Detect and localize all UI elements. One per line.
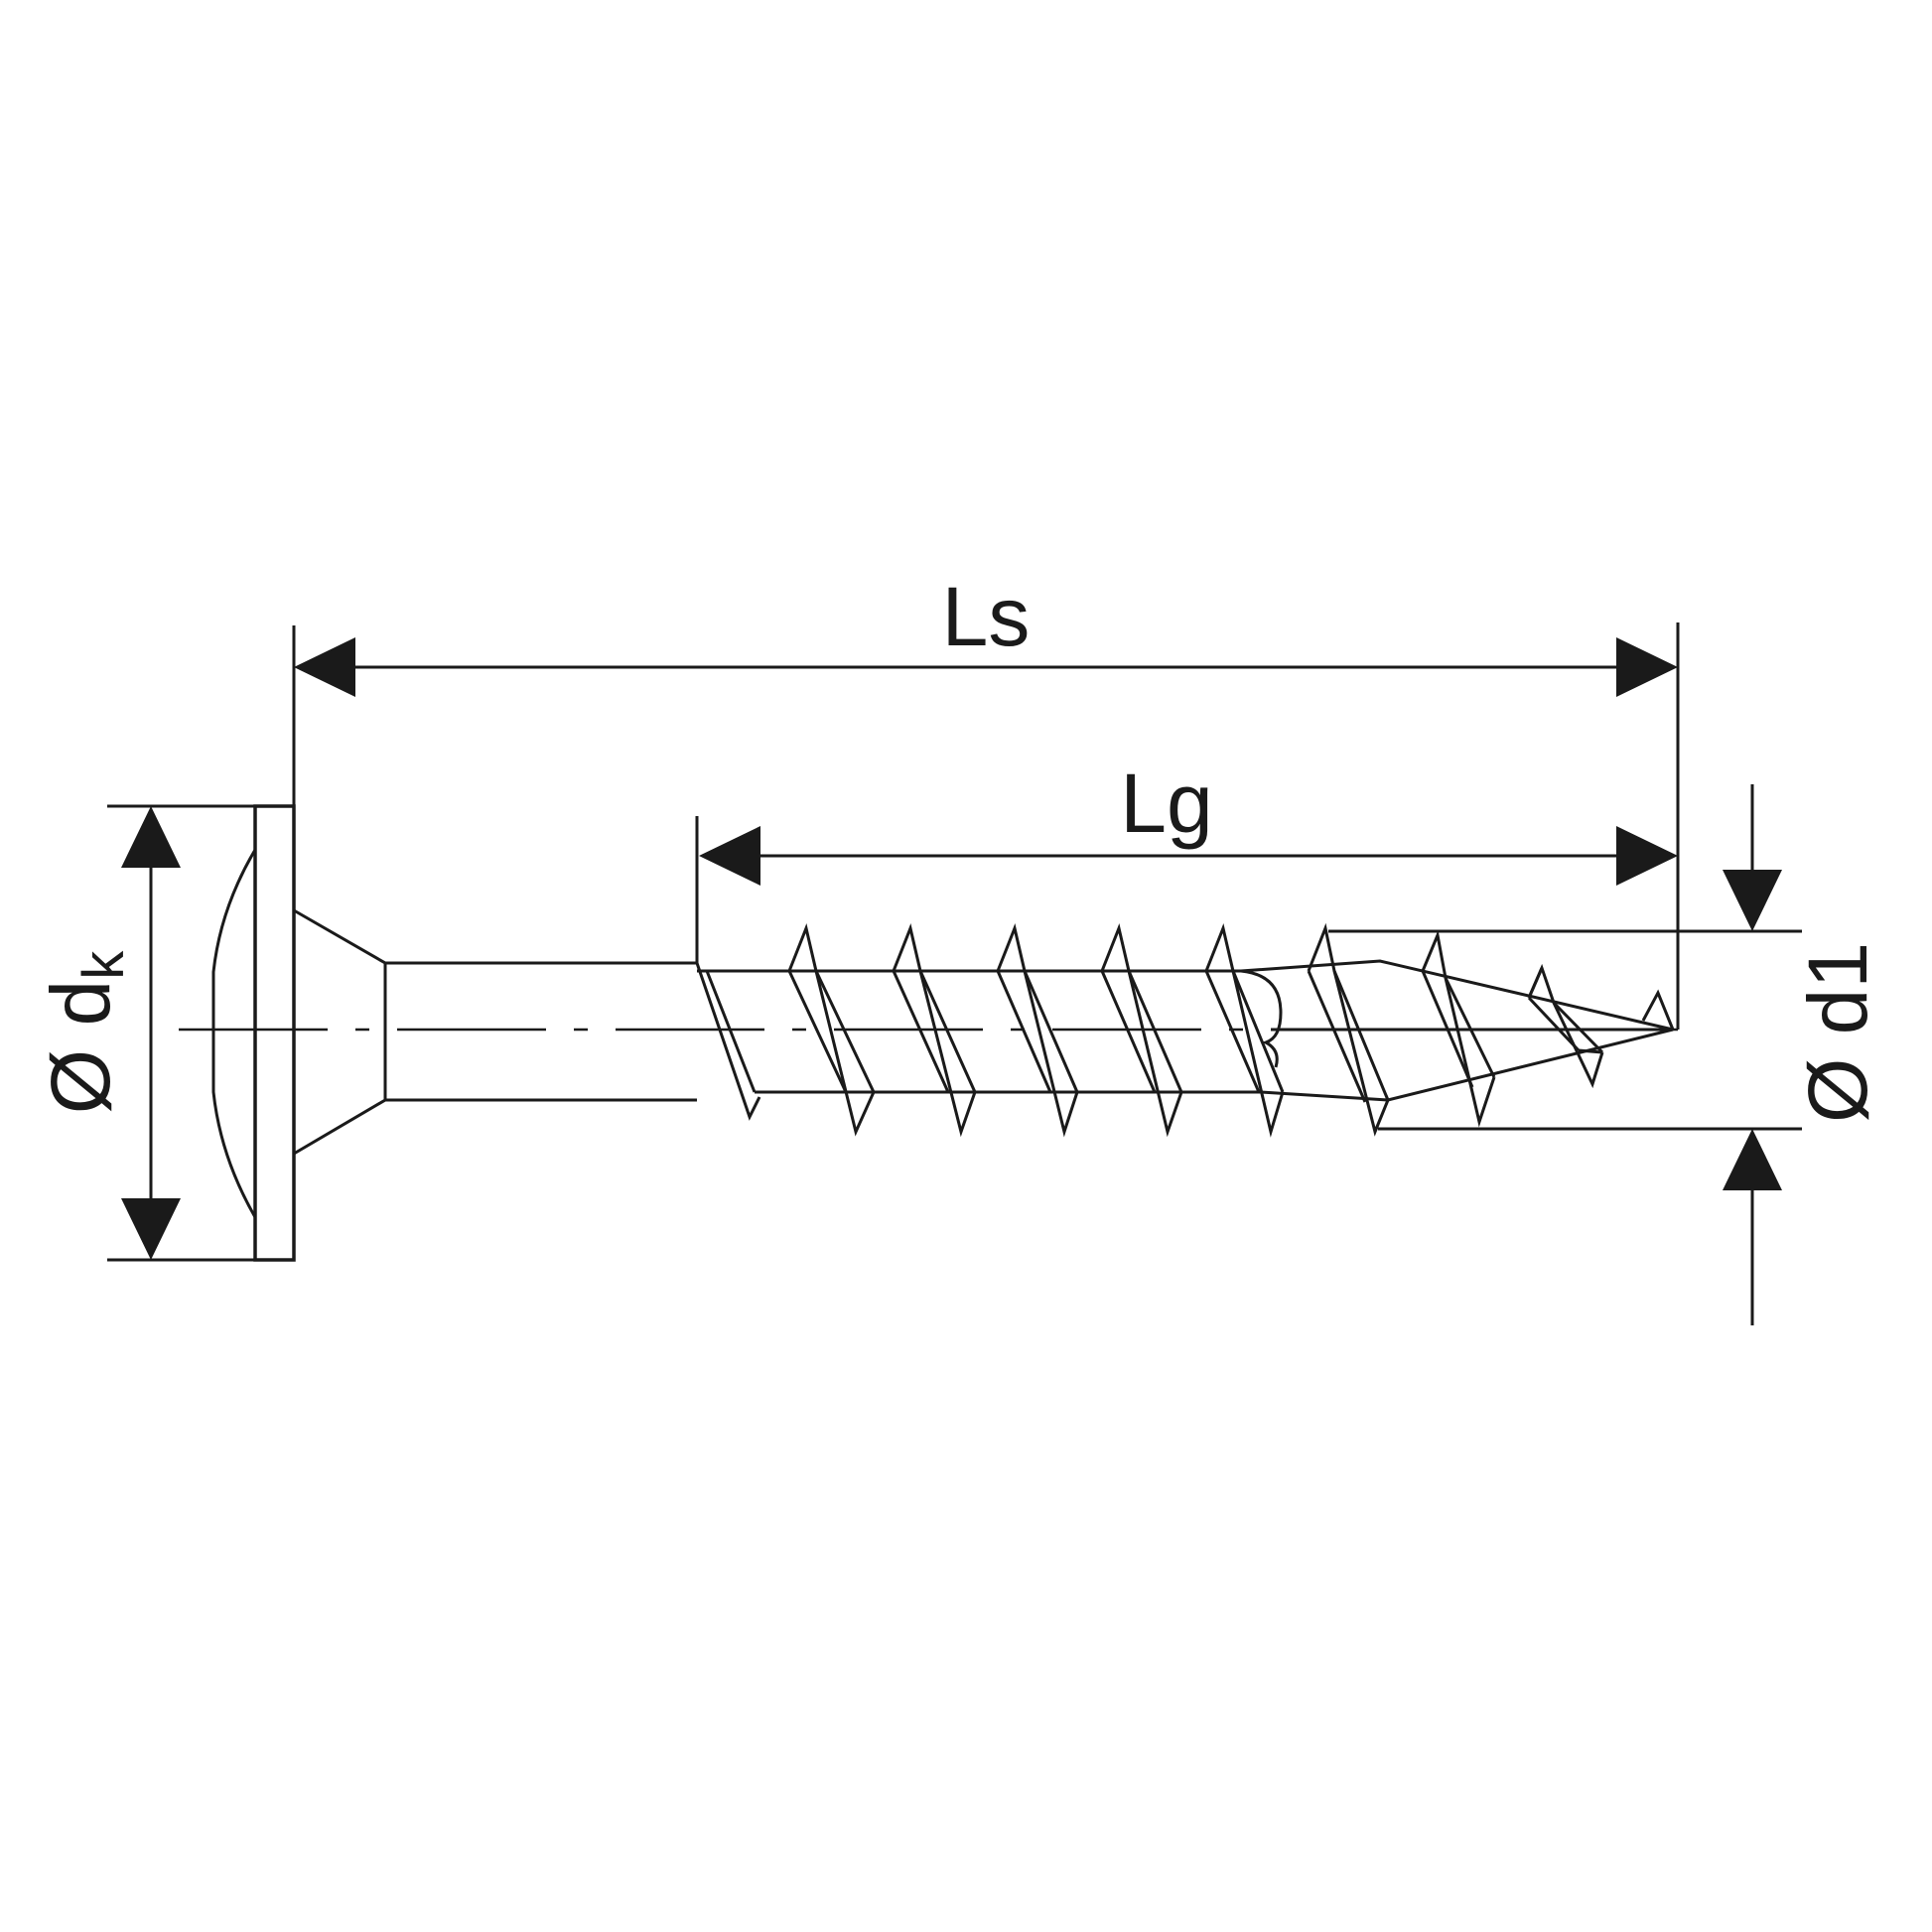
dimension-ls: Ls — [292, 570, 1680, 1030]
dk-arrow-top — [121, 806, 181, 868]
dk-subscript: k — [71, 950, 136, 980]
dk-arrow-bottom — [121, 1198, 181, 1260]
head-flange — [253, 804, 296, 1262]
d1-arrow-top — [1723, 870, 1782, 931]
dimension-lg: Lg — [695, 757, 1678, 963]
lg-arrow-right — [1616, 826, 1678, 886]
ls-arrow-left — [294, 637, 355, 697]
dimension-dk: Ø dk — [34, 804, 255, 1262]
d1-label: Ø d1 — [1791, 942, 1884, 1123]
d1-arrow-bottom — [1723, 1129, 1782, 1190]
ls-label: Ls — [942, 570, 1031, 663]
head-dome — [211, 849, 257, 1218]
screw-shank — [385, 961, 697, 1102]
lg-arrow-left — [699, 826, 760, 886]
dk-label: Ø dk — [34, 950, 136, 1114]
screw-thread — [695, 922, 1675, 1138]
lg-label: Lg — [1120, 757, 1212, 850]
dimension-d1: Ø d1 — [1328, 784, 1884, 1325]
ls-arrow-right — [1616, 637, 1678, 697]
screw-head — [211, 804, 387, 1262]
head-countersink — [293, 908, 387, 1156]
dk-symbol: Ø d — [34, 980, 127, 1114]
